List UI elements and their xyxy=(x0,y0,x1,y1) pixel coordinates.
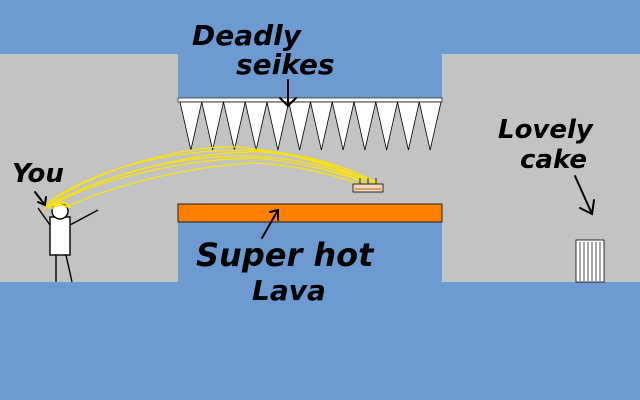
right-wall xyxy=(442,54,640,282)
spike xyxy=(375,101,399,151)
spikes-label-line1: Deadly xyxy=(192,19,303,52)
spike xyxy=(331,101,355,151)
lava-label: Super hot Lava xyxy=(196,236,375,307)
spikes-arrow xyxy=(279,79,297,108)
cake-label-line2: cake xyxy=(520,145,587,175)
spike xyxy=(201,101,225,151)
goal-cake-icon xyxy=(575,239,605,283)
spike xyxy=(353,101,377,151)
spike xyxy=(309,101,333,151)
jump-trail xyxy=(41,146,384,213)
you-label: You xyxy=(12,159,64,189)
spike xyxy=(266,101,290,151)
cake-label: Lovely cake xyxy=(498,115,594,175)
spike xyxy=(396,101,420,151)
spike xyxy=(244,101,268,151)
cake-label-line1: Lovely xyxy=(498,115,594,145)
spike xyxy=(418,101,442,151)
lava-label-line1: Super hot xyxy=(196,236,375,274)
lava-label-line2: Lava xyxy=(252,274,326,307)
you-arrow xyxy=(34,191,47,207)
stick-figure-icon xyxy=(37,201,99,283)
lava-arrow xyxy=(261,208,279,239)
middle-corridor xyxy=(178,98,442,204)
spike xyxy=(288,101,312,151)
spikes-label: Deadly seikes xyxy=(192,19,335,81)
spike xyxy=(179,101,203,151)
cake-arrow xyxy=(574,175,595,216)
spike xyxy=(222,101,246,151)
annotation-arrows xyxy=(34,79,595,239)
cake-icon xyxy=(352,178,384,193)
spike-row xyxy=(177,97,443,151)
spikes-label-line2: seikes xyxy=(236,48,335,81)
lava-pool xyxy=(177,203,443,223)
